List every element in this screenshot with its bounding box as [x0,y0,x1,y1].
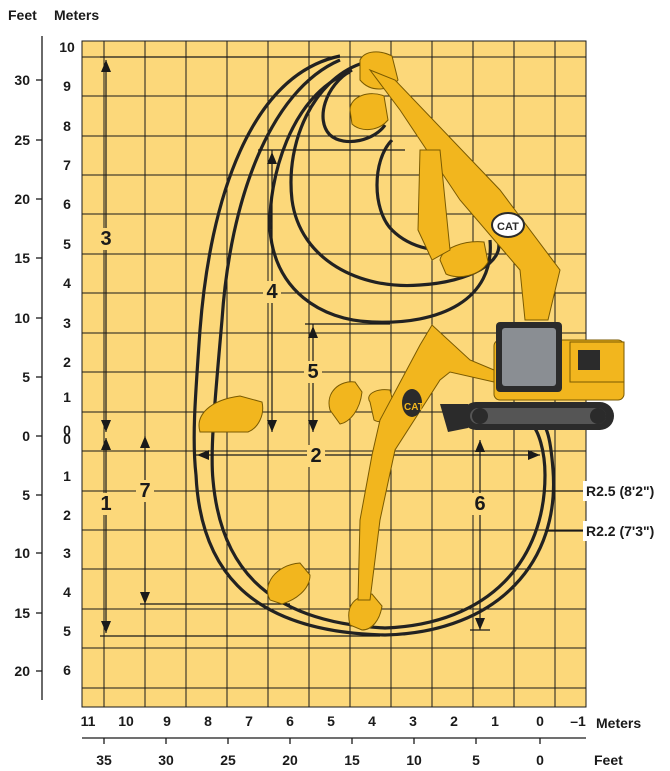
tight-loop-curve [321,68,387,144]
brand-text-lower: CAT [404,402,424,413]
left-feet-tick-label: 20 [14,663,30,679]
radius-label-r25: R2.5 (8'2") [586,483,654,499]
bottom-feet-ticks: 35 30 25 20 15 10 5 0 [96,738,544,768]
brand-text-upper: CAT [497,221,519,233]
dimension-markers: 1 2 3 4 5 6 7 [97,228,489,515]
excavator-icon: CAT CAT [357,68,625,601]
left-feet-tick-label: 10 [14,545,30,561]
bottom-meter-tick-label: 0 [536,713,544,729]
dimension-marker-3: 3 [100,228,111,250]
bottom-meter-tick-label: 1 [491,713,499,729]
left-feet-header: Feet [8,7,37,23]
left-meter-tick-label: 1 [63,468,71,484]
bottom-feet-label: Feet [594,752,623,768]
cat-logo-lower [402,389,422,417]
bottom-feet-tick-label: 20 [282,752,298,768]
bottom-meter-tick-label: 7 [245,713,253,729]
bottom-meter-tick-label: 3 [409,713,417,729]
outer-envelope [192,54,556,637]
dimension-marker-bg [263,281,281,303]
bottom-meter-tick-label: 8 [204,713,212,729]
left-feet-tick-label: 15 [14,605,30,621]
left-feet-tick-label: 30 [14,72,30,88]
left-meter-tick-label: 7 [63,157,71,173]
bottom-feet-tick-label: 25 [220,752,236,768]
bottom-meter-tick-label: 11 [81,713,96,729]
bottom-feet-tick-label: 5 [472,752,480,768]
bottom-meter-tick-label: 2 [450,713,458,729]
left-meter-tick-label: 0 [63,422,71,438]
bottom-feet-tick-label: 35 [96,752,112,768]
left-meters-header: Meters [54,7,99,23]
left-meter-tick-label: 5 [63,236,71,252]
left-meter-tick-label: 2 [63,354,71,370]
dimension-marker-bg [304,361,322,383]
dimension-marker-2: 2 [310,445,321,467]
bottom-feet-tick-label: 30 [158,752,174,768]
radius-label-r22: R2.2 (7'3") [586,523,654,539]
bottom-meter-tick-label: 10 [118,713,134,729]
bottom-meters-label: Meters [596,715,641,731]
dimension-marker-bg [97,228,115,250]
left-meter-tick-label: 8 [63,118,71,134]
left-feet-tick-label: 10 [14,310,30,326]
cat-logo-upper [491,212,525,238]
left-feet-tick-label: 5 [22,369,30,385]
left-meter-tick-label: 3 [63,545,71,561]
bottom-meter-tick-label: 9 [163,713,171,729]
left-feet-tick-label: 25 [14,132,30,148]
left-feet-tick-label: 15 [14,250,30,266]
dimension-marker-bg [471,493,489,515]
left-feet-tick-label: 20 [14,191,30,207]
dimension-marker-5: 5 [307,361,318,383]
bottom-meter-tick-label: 4 [368,713,376,729]
radius-label-bg-2 [583,521,668,541]
bottom-meter-tick-label: –1 [570,713,586,729]
left-meter-tick-label: 6 [63,196,71,212]
left-feet-tick-label: 0 [22,428,30,444]
left-feet-ticks: 30 25 20 15 10 5 0 5 10 15 20 [14,72,42,679]
left-meter-tick-label: 9 [63,78,71,94]
left-meter-tick-label: 10 [59,39,75,55]
dimension-marker-1: 1 [100,493,111,515]
left-meter-tick-label: 4 [63,275,71,291]
left-meter-tick-label: 6 [63,662,71,678]
dimension-marker-bg [136,480,154,502]
inner-envelope [210,58,547,630]
dimension-marker-6: 6 [474,493,485,515]
left-meter-tick-label: 4 [63,584,71,600]
bottom-feet-tick-label: 10 [406,752,422,768]
dimension-marker-bg [307,445,325,467]
left-meter-tick-label: 0 [63,431,71,447]
left-feet-tick-label: 5 [22,487,30,503]
radius-label-bg-1 [583,481,668,501]
left-meter-tick-label: 2 [63,507,71,523]
left-meter-tick-label: 5 [63,623,71,639]
bottom-meter-tick-label: 6 [286,713,294,729]
bottom-feet-tick-label: 15 [344,752,360,768]
near-reach-curve [268,70,492,324]
dimension-marker-bg [97,493,115,515]
dimension-marker-7: 7 [139,480,150,502]
left-meter-tick-label: 3 [63,315,71,331]
bottom-feet-tick-label: 0 [536,752,544,768]
dimension-marker-4: 4 [266,281,278,303]
bottom-meter-tick-label: 5 [327,713,335,729]
left-meter-tick-label: 1 [63,389,71,405]
